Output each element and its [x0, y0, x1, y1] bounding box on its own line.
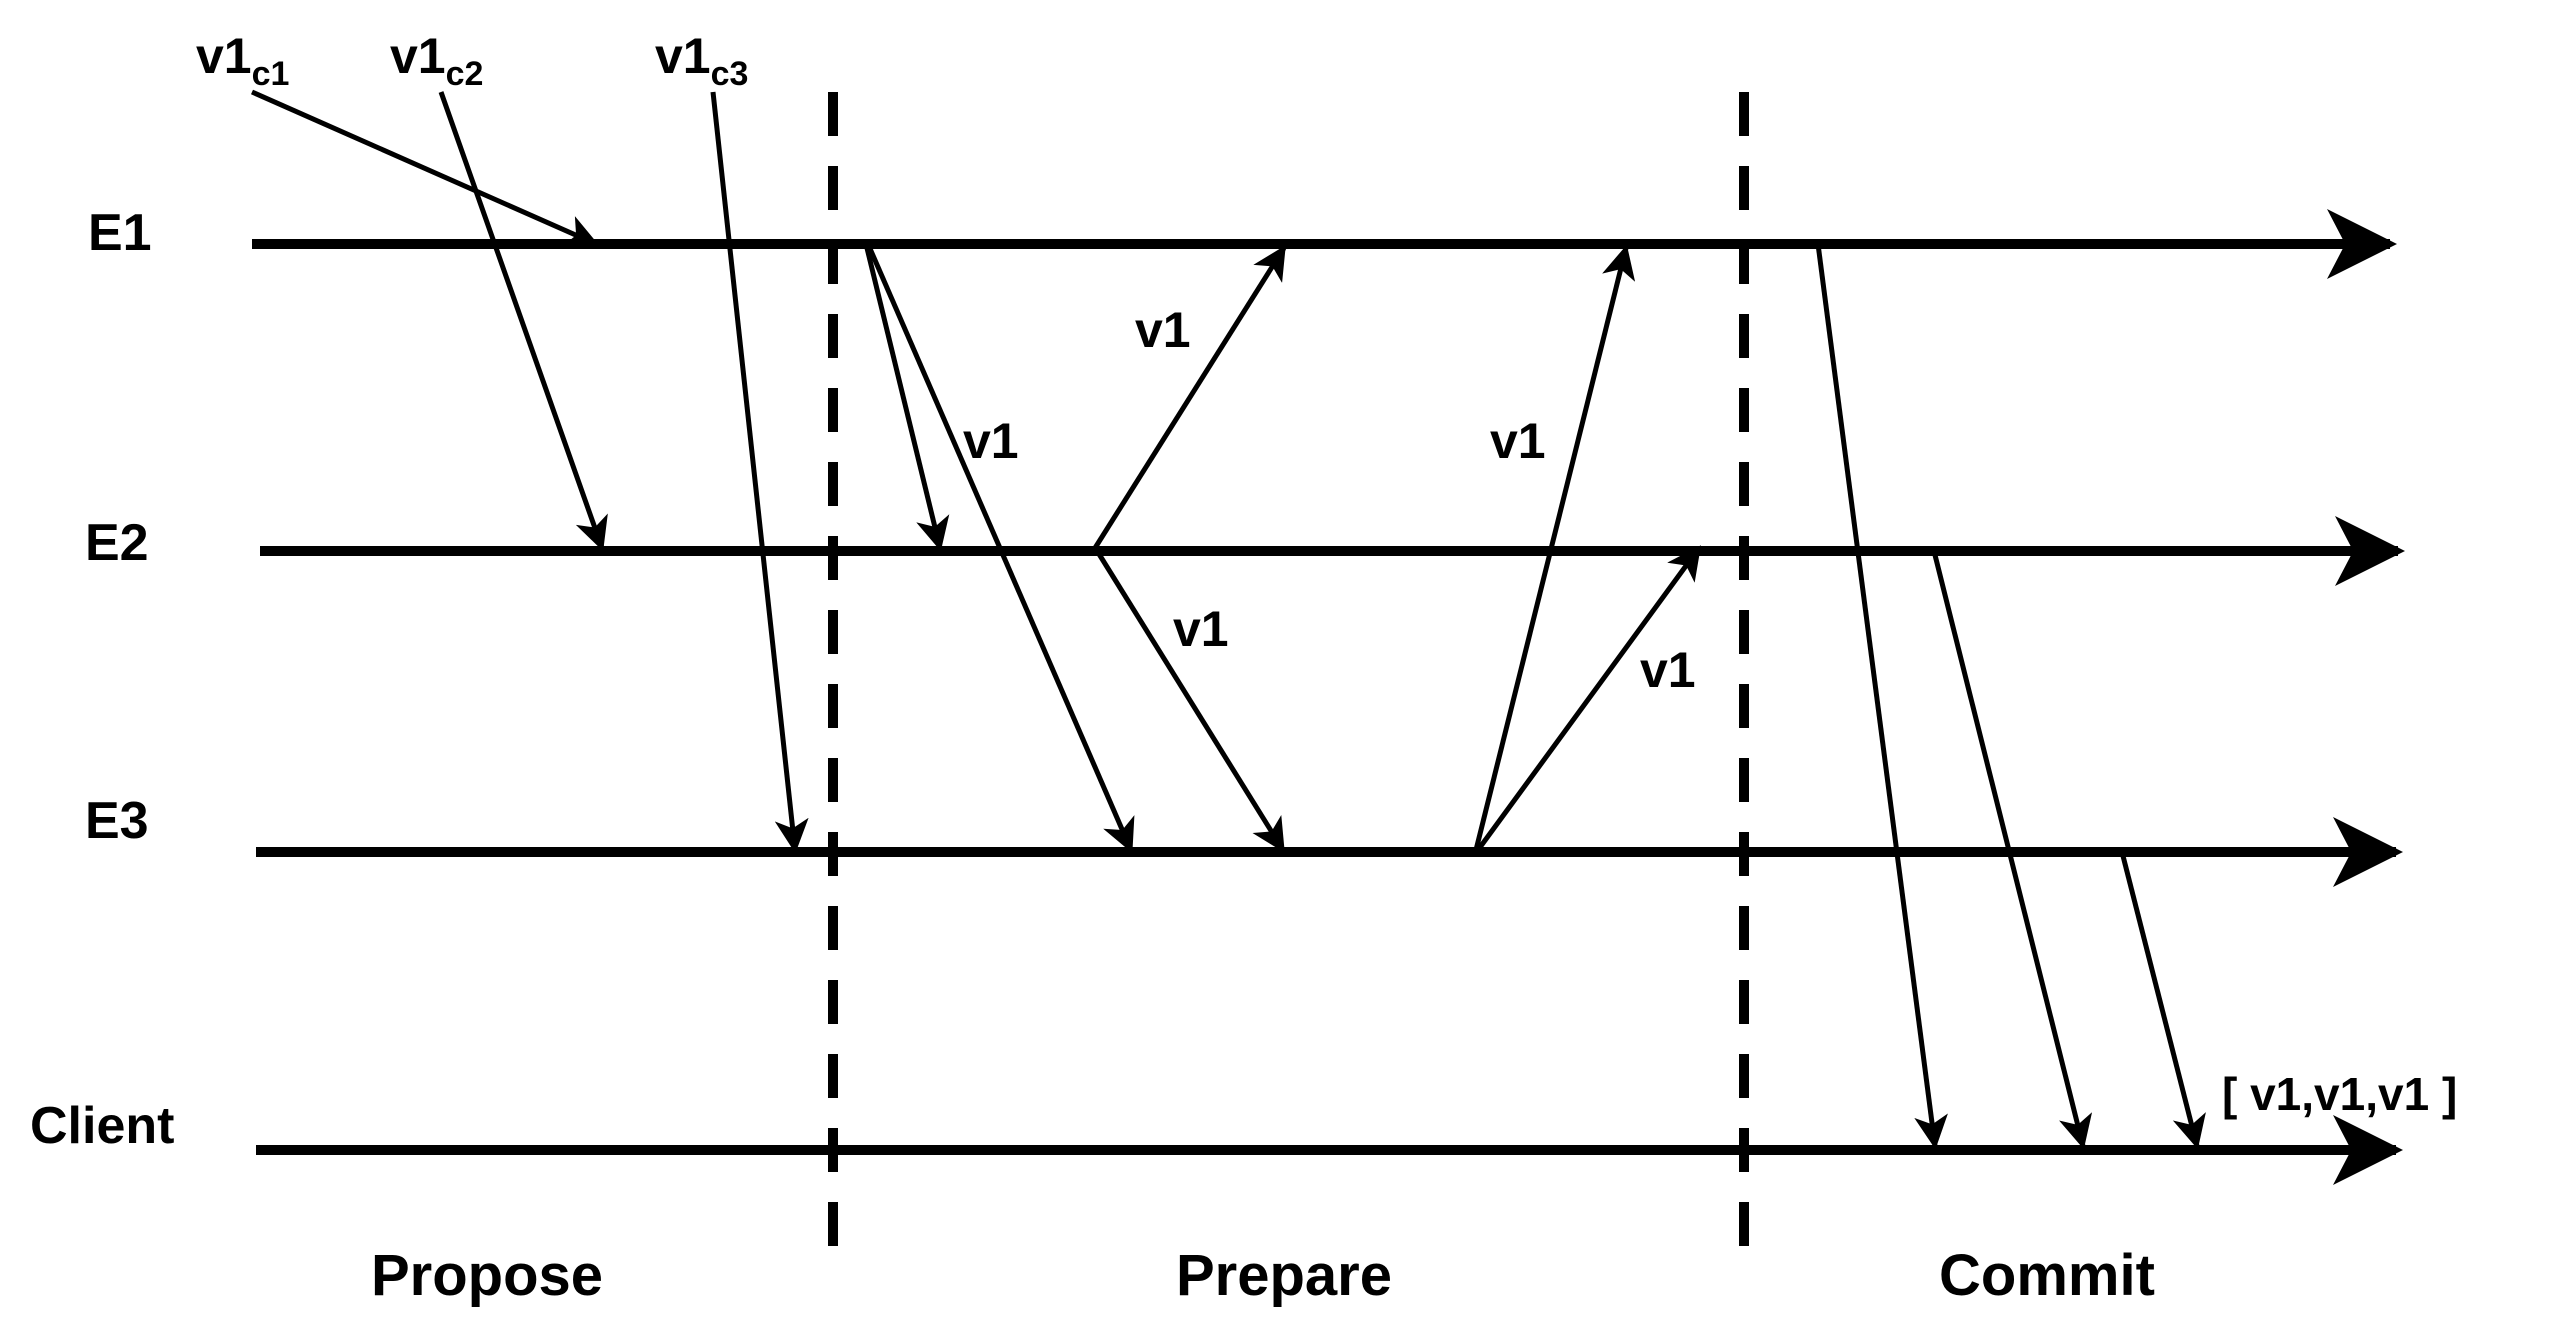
label-e2-to-e1: v1	[1135, 302, 1191, 358]
source-c3-sub: c3	[711, 55, 749, 93]
arrow-e2-to-e1	[1092, 245, 1287, 550]
lane-label-client: Client	[30, 1097, 174, 1155]
svg-text:v1c2: v1c2	[390, 28, 483, 93]
phase-label-commit: Commit	[1939, 1243, 2155, 1308]
lane-label-e3: E3	[85, 792, 149, 850]
label-e3-to-e1: v1	[1490, 413, 1546, 469]
arrow-e1-to-e2	[863, 243, 950, 552]
arrow-e1-to-e3	[865, 243, 1135, 854]
lane-e2: E2	[85, 514, 2405, 586]
source-c3-base: v1	[655, 28, 711, 84]
arrow-e2-to-e3	[1096, 552, 1286, 853]
label-e1-to-e3: v1	[963, 413, 1019, 469]
arrow-c1-to-e1	[250, 89, 600, 248]
lane-label-e2: E2	[85, 514, 149, 572]
phase-label-prepare: Prepare	[1176, 1243, 1392, 1308]
label-e3-to-e2: v1	[1640, 642, 1696, 698]
source-c2-sub: c2	[446, 55, 484, 93]
arrow-e3-to-e1	[1473, 244, 1636, 851]
source-c1-sub: c1	[252, 55, 290, 93]
arrow-e1-to-client	[1815, 243, 1948, 1150]
arrow-c3-to-e3	[710, 91, 809, 854]
arrow-e3-to-e2	[1475, 545, 1702, 852]
source-label-c3: v1c3	[655, 28, 748, 93]
arrow-e2-to-client	[1931, 550, 2093, 1150]
phase-label-propose: Propose	[371, 1243, 603, 1308]
svg-text:v1c1: v1c1	[196, 28, 289, 93]
lane-label-e1: E1	[88, 204, 152, 262]
arrow-c2-to-e2	[438, 91, 608, 552]
lane-client: Client	[30, 1097, 2403, 1185]
lane-e1: E1	[88, 204, 2397, 279]
arrow-e3-to-client	[2119, 851, 2206, 1150]
label-e2-to-e3: v1	[1173, 601, 1229, 657]
source-c2-base: v1	[390, 28, 446, 84]
lane-e3: E3	[85, 792, 2403, 887]
svg-text:v1c3: v1c3	[655, 28, 748, 93]
source-label-c2: v1c2	[390, 28, 483, 93]
source-label-c1: v1c1	[196, 28, 289, 93]
source-c1-base: v1	[196, 28, 252, 84]
client-result-label: [ v1,v1,v1 ]	[2222, 1068, 2457, 1120]
